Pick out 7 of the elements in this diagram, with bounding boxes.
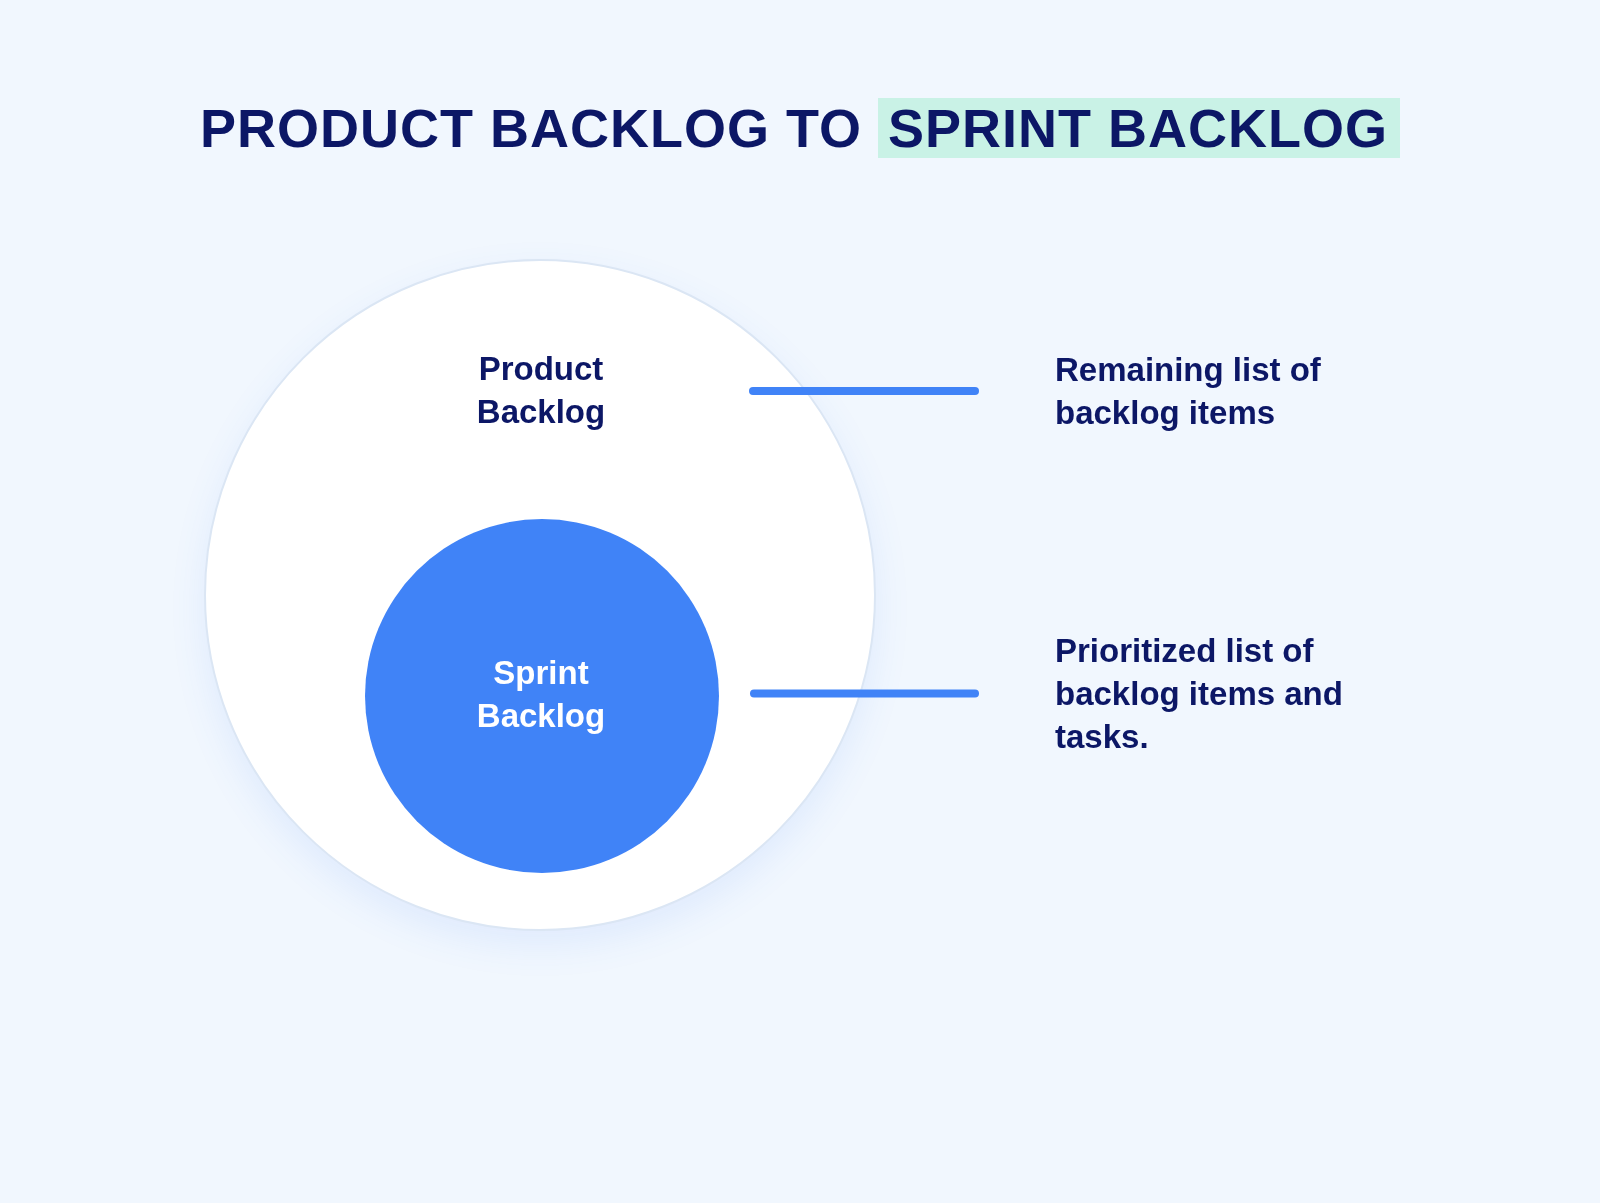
circle-label: Product Backlog — [475, 349, 607, 432]
leader-line — [749, 387, 979, 395]
title: PRODUCT BACKLOG TO SPRINT BACKLOG — [0, 92, 1600, 164]
leader-line — [750, 689, 979, 698]
circle-label: Sprint Backlog — [475, 653, 607, 736]
annotation-text: Remaining list of backlog items — [1055, 348, 1405, 434]
annotation-text: Prioritized list of backlog items and tasks. — [1055, 629, 1405, 758]
